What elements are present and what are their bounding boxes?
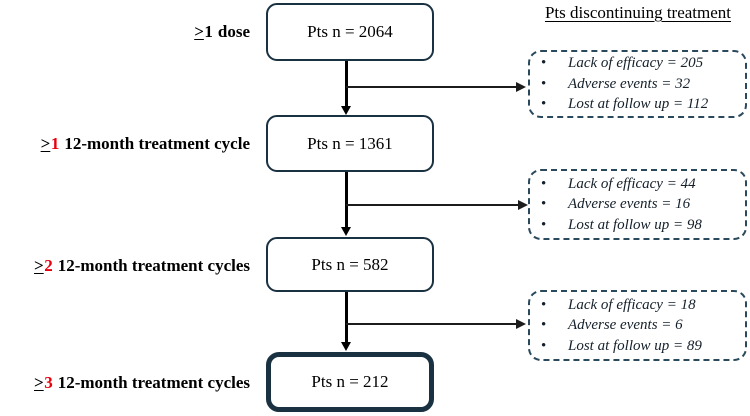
flow-box-text: Pts n = 212 [311,372,389,391]
stage-number: 1 [204,22,213,41]
discontinuing-treatment-title: Pts discontinuing treatment [544,3,732,22]
arrowhead-down-2 [340,227,351,236]
dropout-text: Lack of efficacy = 205 [568,55,704,72]
bullet-icon: • [541,296,547,313]
branch-line-1 [346,86,517,88]
flow-box-2064: Pts n = 2064 [266,3,434,61]
geq-symbol: > [194,22,204,41]
flow-box-text: Pts n = 1361 [307,133,393,153]
dropout-item: • Adverse events = 16 [541,194,743,215]
branch-line-3 [346,323,517,325]
geq-symbol: > [34,256,44,275]
bullet-icon: • [541,196,547,213]
dropout-item: • Lack of efficacy = 44 [541,174,743,195]
flow-box-582: Pts n = 582 [266,237,434,292]
stage-label-text: 12-month treatment cycles [57,373,250,392]
dropout-text: Lost at follow up = 89 [568,337,702,354]
stage-number: 3 [44,373,53,392]
dropout-text: Lack of efficacy = 18 [568,296,696,313]
dropout-item: • Adverse events = 32 [541,74,743,95]
bullet-icon: • [541,317,547,334]
dropout-text: Lost at follow up = 98 [568,216,702,233]
arrowhead-down-1 [340,106,351,115]
geq-symbol: > [34,373,44,392]
dropout-box-1: • Lack of efficacy = 205 • Adverse events … [528,50,747,118]
geq-symbol: > [40,134,51,153]
arrowhead-right-3 [516,318,526,329]
dropout-text: Adverse events = 32 [568,75,691,92]
stage-label-text: 12-month treatment cycles [57,256,250,275]
stage-number: 1 [50,134,60,153]
stage-label-text: 12-month treatment cycle [64,134,250,153]
stage-number: 2 [44,256,53,275]
dropout-text: Adverse events = 6 [568,317,683,334]
branch-line-2 [346,204,519,206]
arrowhead-right-2 [518,199,528,210]
bullet-icon: • [541,96,547,113]
arrow-down-3 [345,292,348,342]
flow-box-text: Pts n = 582 [311,254,389,274]
bullet-icon: • [541,75,547,92]
bullet-icon: • [541,175,547,192]
dropout-text: Lost at follow up = 112 [568,96,709,113]
dropout-item: • Lack of efficacy = 205 [541,53,743,74]
arrow-down-1 [345,61,348,106]
dropout-item: • Adverse events = 6 [541,315,743,336]
dropout-box-3: • Lack of efficacy = 18 • Adverse events =… [528,290,747,361]
flow-box-1361: Pts n = 1361 [266,115,434,172]
flow-box-212: Pts n = 212 [266,352,434,412]
bullet-icon: • [541,55,547,72]
flow-box-text: Pts n = 2064 [307,22,393,41]
dropout-item: • Lost at follow up = 98 [541,215,743,236]
arrowhead-right-1 [516,81,526,92]
bullet-icon: • [541,337,547,354]
dropout-item: • Lack of efficacy = 18 [541,295,743,316]
arrowhead-down-3 [340,342,351,351]
dropout-item: • Lost at follow up = 112 [541,94,743,115]
bullet-icon: • [541,216,547,233]
dropout-text: Adverse events = 16 [568,196,691,213]
arrow-down-2 [345,172,348,227]
dropout-box-2: • Lack of efficacy = 44 • Adverse events =… [528,169,747,240]
stage-label-text: dose [217,22,250,41]
dropout-text: Lack of efficacy = 44 [568,175,696,192]
dropout-item: • Lost at follow up = 89 [541,336,743,357]
